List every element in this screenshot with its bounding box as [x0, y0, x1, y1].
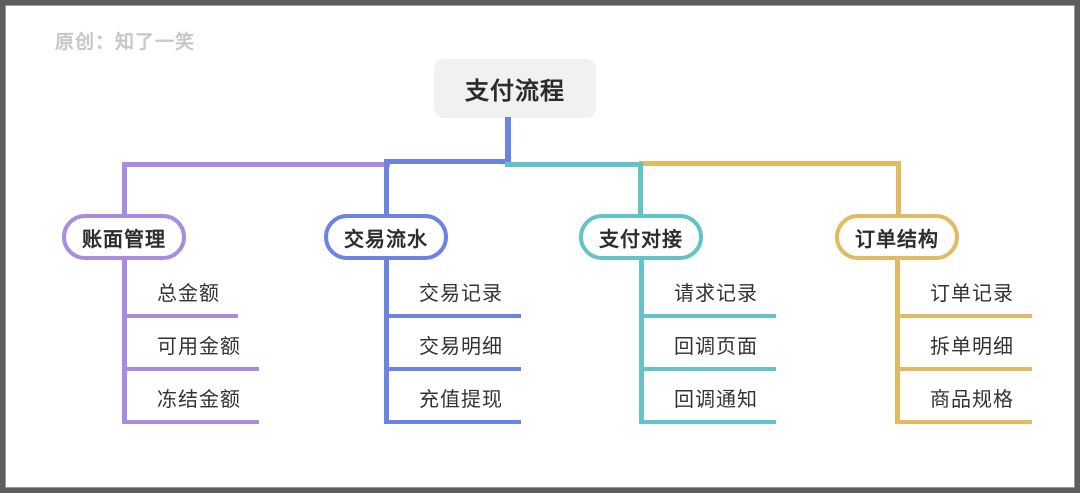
- leaf-node[interactable]: 请求记录: [644, 260, 776, 318]
- connector-trunk-purple: [122, 162, 390, 167]
- branch-children: 总金额 可用金额 冻结金额: [122, 260, 259, 424]
- branch-children: 交易记录 交易明细 充值提现: [384, 260, 521, 424]
- leaf-node[interactable]: 总金额: [127, 260, 238, 318]
- connector-drop-blue: [384, 159, 389, 217]
- connector-trunk-blue: [384, 159, 511, 164]
- branch-children: 请求记录 回调页面 回调通知: [639, 260, 776, 424]
- leaf-node[interactable]: 订单记录: [900, 260, 1032, 318]
- branch-node[interactable]: 支付对接: [579, 214, 703, 260]
- leaf-node[interactable]: 回调通知: [644, 371, 776, 424]
- root-node-payment-process[interactable]: 支付流程: [434, 59, 596, 118]
- branch-children: 订单记录 拆单明细 商品规格: [895, 260, 1032, 424]
- leaf-node[interactable]: 充值提现: [389, 371, 521, 424]
- connector-trunk-gold: [639, 161, 901, 166]
- leaf-node[interactable]: 商品规格: [900, 371, 1032, 424]
- leaf-node[interactable]: 回调页面: [644, 318, 776, 371]
- watermark-text: 原创：知了一笑: [55, 32, 196, 53]
- branch-node[interactable]: 交易流水: [324, 214, 448, 260]
- connector-root-stem: [505, 117, 511, 165]
- leaf-node[interactable]: 冻结金额: [127, 371, 259, 424]
- branch-node[interactable]: 订单结构: [835, 214, 959, 260]
- connector-drop-purple: [122, 162, 127, 217]
- leaf-node[interactable]: 交易记录: [389, 260, 521, 318]
- connector-trunk-teal: [505, 162, 643, 167]
- branch-node[interactable]: 账面管理: [62, 214, 186, 260]
- connector-drop-gold: [896, 161, 901, 217]
- leaf-node[interactable]: 交易明细: [389, 318, 521, 371]
- leaf-node[interactable]: 可用金额: [127, 318, 259, 371]
- connector-drop-teal: [638, 162, 643, 217]
- leaf-node[interactable]: 拆单明细: [900, 318, 1032, 371]
